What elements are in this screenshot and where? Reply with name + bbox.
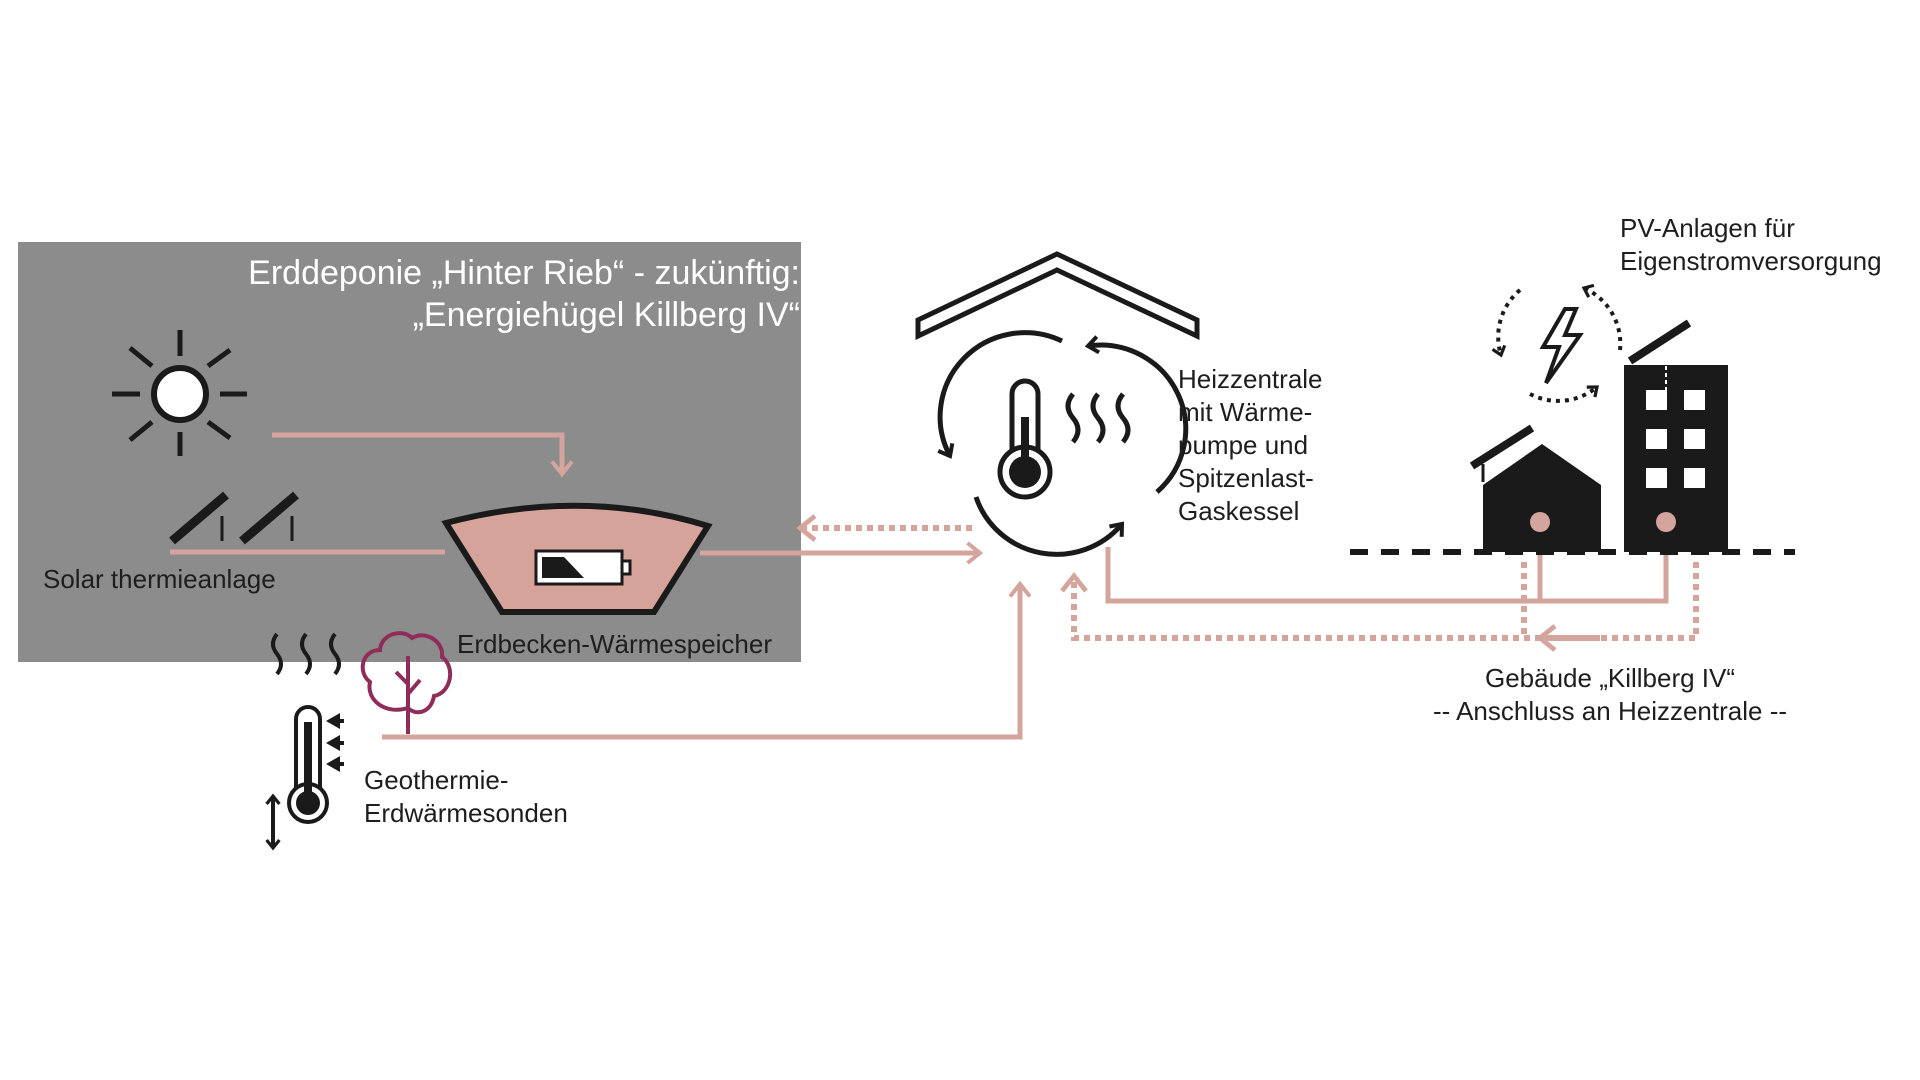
heating-to-buildings-pipe [1105,528,1669,604]
landfill-title-line1: Erddeponie „Hinter Rieb“ - zukünftig: [248,254,800,292]
roof-icon [915,251,1200,340]
apartment-building-icon [1624,319,1728,552]
heat-waves-icon [271,632,341,676]
heating-center-label: Heizzentrale mit Wärme- pumpe und Spitze… [1178,363,1323,528]
geothermal-label-line2: Erdwärmesonden [364,798,568,828]
buildings-label: Gebäude „Killberg IV“ -- Anschluss an He… [1400,662,1820,728]
pv-label: PV-Anlagen für Eigenstromversorgung [1620,212,1882,278]
heating-center-line: Gaskessel [1178,496,1300,526]
heating-center-line: mit Wärme- [1178,397,1313,427]
house-icon [1469,424,1601,552]
lightning-cycle-icon [1491,283,1623,403]
landfill-panel [18,242,801,662]
lightning-icon [1539,307,1584,385]
buildings-return-pipe [1060,562,1699,641]
pv-label-line1: PV-Anlagen für [1620,213,1795,243]
battery-icon [534,549,632,586]
cycle-arrows-icon [937,330,1189,557]
tree-icon [360,631,453,734]
heating-center-line: Heizzentrale [1178,364,1323,394]
solar-panel-icon [169,491,299,545]
geothermal-label-line1: Geothermie- [364,765,509,795]
geothermal-to-heating-pipe [382,580,1032,740]
buildings-label-line2: -- Anschluss an Heizzentrale -- [1432,696,1788,726]
solar-label: Solar thermieanlage [43,564,276,594]
sun-to-storage-pipe [272,432,574,478]
geothermal-label: Geothermie- Erdwärmesonden [364,764,568,830]
pv-label-line2: Eigenstromversorgung [1620,246,1882,276]
sun-icon [112,330,247,456]
storage-label: Erdbecken-Wärmespeicher [457,629,773,659]
heating-waves-icon [1065,392,1131,444]
buildings-label-line1: Gebäude „Killberg IV“ [1484,663,1736,693]
landfill-title: Erddeponie „Hinter Rieb“ - zukünftig: „E… [220,252,800,336]
heating-thermometer-icon [997,378,1053,500]
heating-center-line: Spitzenlast- [1178,463,1314,493]
geothermal-probes [326,713,344,772]
heating-center-line: pumpe und [1178,430,1309,460]
thermometer-icon [287,705,329,824]
landfill-title-line2: „Energiehügel Killberg IV“ [412,296,800,334]
